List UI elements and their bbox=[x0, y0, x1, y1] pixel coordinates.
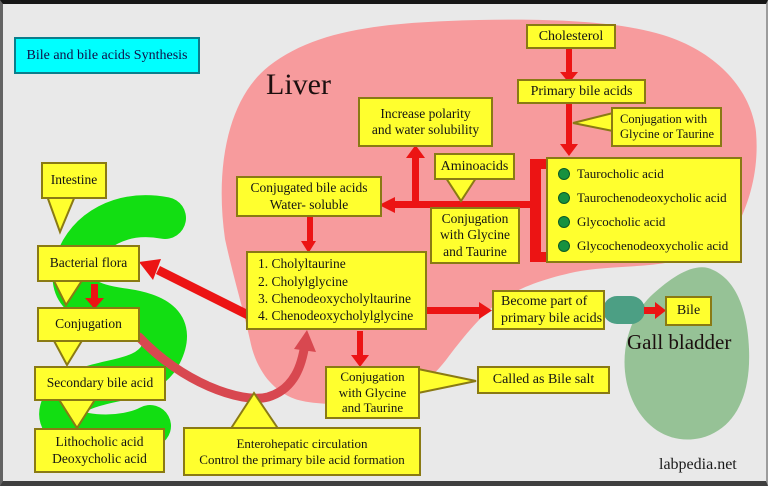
bile-duct-shape bbox=[603, 296, 645, 324]
gall-bladder-label: Gall bladder bbox=[627, 330, 732, 354]
node-increase-polarity: Increase polarity and water solubility bbox=[358, 97, 493, 147]
list-item: Taurocholic acid bbox=[558, 166, 664, 182]
node-conjugate-list: 1. Cholyltaurine 2. Cholylglycine 3. Che… bbox=[246, 251, 427, 330]
node-primary-bile-acids: Primary bile acids bbox=[517, 79, 646, 104]
node-conjugated-acid-list: Taurocholic acid Taurochenodeoxycholic a… bbox=[546, 157, 742, 263]
conjugation-lower-pointer bbox=[417, 367, 477, 395]
red-arrows bbox=[85, 46, 666, 367]
node-cholesterol: Cholesterol bbox=[526, 24, 616, 49]
diagram-title: Bile and bile acids Synthesis bbox=[14, 37, 200, 74]
node-become-part: Become part of primary bile acids bbox=[492, 290, 605, 330]
node-conjugation: Conjugation bbox=[37, 307, 140, 342]
list-item: Glycochenodeoxycholic acid bbox=[558, 238, 728, 254]
conjugation-pointer bbox=[51, 338, 85, 368]
enterohepatic-arrowhead-icon bbox=[294, 330, 316, 352]
bullet-icon bbox=[558, 239, 570, 252]
callout-enterohepatic: Enterohepatic circulation Control the pr… bbox=[183, 427, 421, 476]
list-item: 3. Chenodeoxycholyltaurine bbox=[258, 290, 411, 306]
node-conjugation-lower: Conjugation with Glycine and Taurine bbox=[325, 366, 420, 419]
list-item: Glycocholic acid bbox=[558, 214, 665, 230]
node-bacterial-flora: Bacterial flora bbox=[37, 245, 140, 282]
enterohepatic-circulation-arrow bbox=[134, 332, 310, 403]
intestine-pointer bbox=[45, 195, 77, 235]
list-item: Taurochenodeoxycholic acid bbox=[558, 190, 727, 206]
list-item: 1. Cholyltaurine bbox=[258, 256, 346, 272]
bullet-icon bbox=[558, 167, 570, 180]
callout-called-bile-salt: Called as Bile salt bbox=[477, 366, 610, 394]
node-secondary-bile-acid: Secondary bile acid bbox=[34, 366, 166, 401]
bullet-icon bbox=[558, 191, 570, 204]
list-item: 4. Chenodeoxycholylglycine bbox=[258, 308, 414, 324]
watermark: labpedia.net bbox=[659, 456, 737, 473]
callout-aminoacids: Aminoacids bbox=[434, 153, 515, 180]
list-item: 2. Cholylglycine bbox=[258, 273, 348, 289]
diagram-title-text: Bile and bile acids Synthesis bbox=[26, 47, 188, 63]
node-conjugated-bile-acids: Conjugated bile acids Water- soluble bbox=[236, 176, 382, 217]
bullet-icon bbox=[558, 215, 570, 228]
node-bile: Bile bbox=[665, 296, 712, 326]
node-conjugation-upper: Conjugation with Glycine and Taurine bbox=[430, 207, 520, 264]
node-secondary-acid-list: Lithocholic acid Deoxycholic acid bbox=[34, 428, 165, 473]
liver-label: Liver bbox=[266, 68, 331, 101]
callout-intestine: Intestine bbox=[41, 162, 107, 199]
callout-conjugation-glycine-or-taurine: Conjugation with Glycine or Taurine bbox=[611, 107, 722, 147]
